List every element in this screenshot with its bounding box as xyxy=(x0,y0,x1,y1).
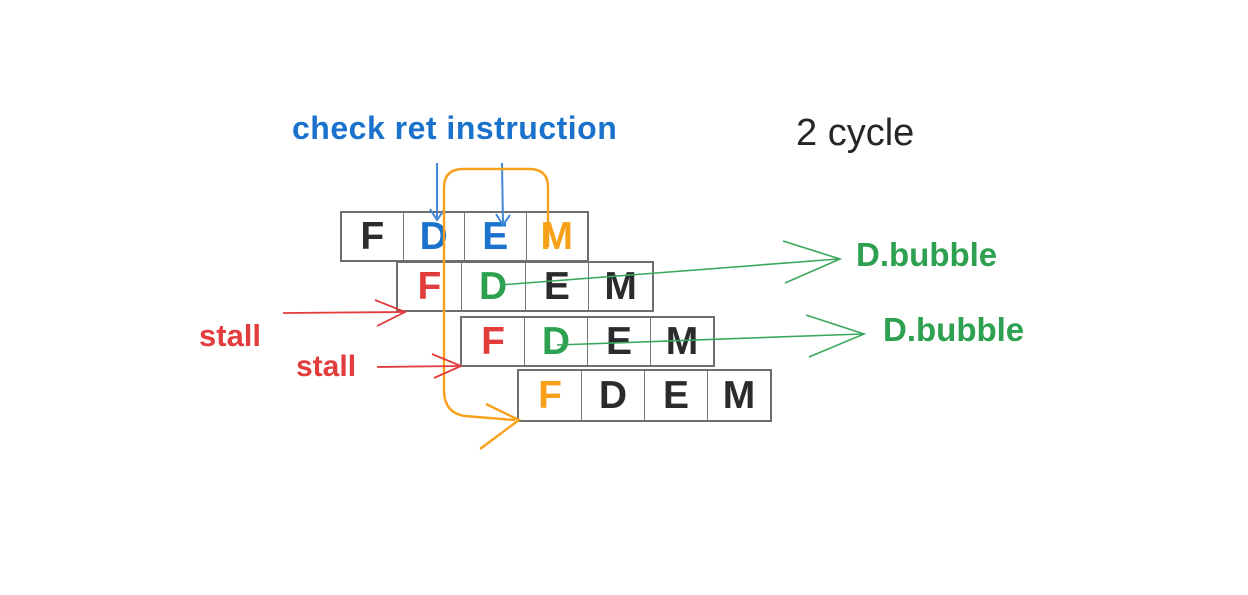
stage-cell-execute: E xyxy=(524,263,589,310)
stage-cell-decode: D xyxy=(460,263,525,310)
stage-cell-execute: E xyxy=(644,371,707,420)
stage-letter: D xyxy=(419,214,448,258)
stage-cell-execute: E xyxy=(464,213,526,260)
d-bubble-label-2: D.bubble xyxy=(883,311,1025,348)
stage-letter: M xyxy=(722,373,756,417)
pipeline-row-3: F D E M xyxy=(460,316,715,367)
red-stall-arrow-2 xyxy=(376,353,464,379)
stage-letter: F xyxy=(417,264,442,308)
stage-cell-memory: M xyxy=(707,371,770,420)
stage-letter: E xyxy=(605,319,632,363)
stage-cell-execute: E xyxy=(587,318,650,365)
d-bubble-label-1: D.bubble xyxy=(856,236,998,273)
stall-label-2: stall xyxy=(296,350,357,383)
stage-letter: E xyxy=(482,214,509,258)
stage-letter: F xyxy=(360,214,385,258)
stage-cell-fetch: F xyxy=(342,213,403,260)
stage-letter: D xyxy=(479,264,508,308)
pipeline-row-4: F D E M xyxy=(517,369,772,422)
stage-letter: E xyxy=(543,264,570,308)
stage-cell-fetch: F xyxy=(519,371,581,420)
pipeline-row-2: F D E M xyxy=(396,261,654,312)
stage-letter: E xyxy=(662,373,689,417)
stage-cell-fetch: F xyxy=(462,318,524,365)
stage-cell-memory: M xyxy=(588,263,652,310)
pipeline-row-1: F D E M xyxy=(340,211,589,262)
stage-letter: M xyxy=(604,264,637,308)
two-cycle-label: 2 cycle xyxy=(796,112,915,154)
check-ret-title: check ret instruction xyxy=(292,110,618,146)
stage-letter: F xyxy=(481,319,505,363)
stage-letter: F xyxy=(538,373,562,417)
stage-letter: D xyxy=(598,373,628,417)
red-stall-arrow-1 xyxy=(282,299,408,327)
stage-cell-memory: M xyxy=(650,318,713,365)
stage-letter: M xyxy=(665,319,699,363)
stage-cell-decode: D xyxy=(524,318,587,365)
stage-letter: M xyxy=(540,214,574,258)
stage-cell-memory: M xyxy=(525,213,588,260)
stall-label-1: stall xyxy=(199,318,262,353)
stage-cell-decode: D xyxy=(402,213,465,260)
stage-letter: D xyxy=(541,319,571,363)
stage-cell-decode: D xyxy=(581,371,644,420)
stage-cell-fetch: F xyxy=(398,263,461,310)
